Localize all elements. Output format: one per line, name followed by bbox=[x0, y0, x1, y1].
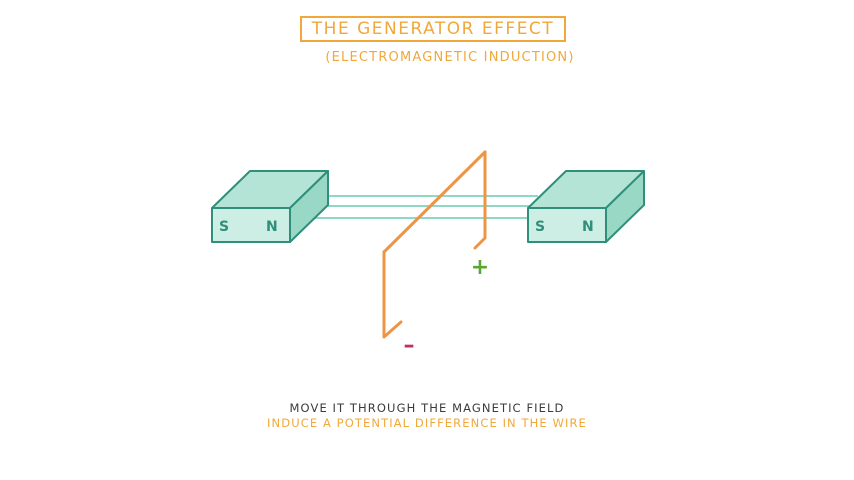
right-magnet-pole-s: S bbox=[535, 219, 545, 235]
wire-diagonal-segment bbox=[382, 150, 487, 254]
left-magnet-pole-n: N bbox=[266, 219, 278, 235]
left-magnet: S N bbox=[211, 170, 329, 243]
right-magnet-face bbox=[527, 207, 607, 243]
wire-rear-segment bbox=[473, 150, 487, 250]
left-magnet-face bbox=[211, 207, 291, 243]
left-magnet-pole-s: S bbox=[219, 219, 229, 235]
magnetic-field-lines bbox=[300, 195, 538, 219]
wire bbox=[382, 150, 487, 339]
caption-line-1: Move it through the magnetic field bbox=[289, 401, 565, 415]
positive-terminal-sign: + bbox=[471, 255, 489, 280]
negative-terminal-sign: – bbox=[404, 333, 415, 358]
title-box: The Generator Effect bbox=[300, 16, 566, 42]
page-subtitle: (Electromagnetic Induction) bbox=[325, 50, 575, 65]
caption-line-2: Induce a potential difference in the wir… bbox=[267, 416, 587, 430]
right-magnet-pole-n: N bbox=[582, 219, 594, 235]
page-title: The Generator Effect bbox=[311, 19, 555, 39]
right-magnet: S N bbox=[527, 170, 645, 243]
wire-front-segment bbox=[382, 250, 403, 339]
